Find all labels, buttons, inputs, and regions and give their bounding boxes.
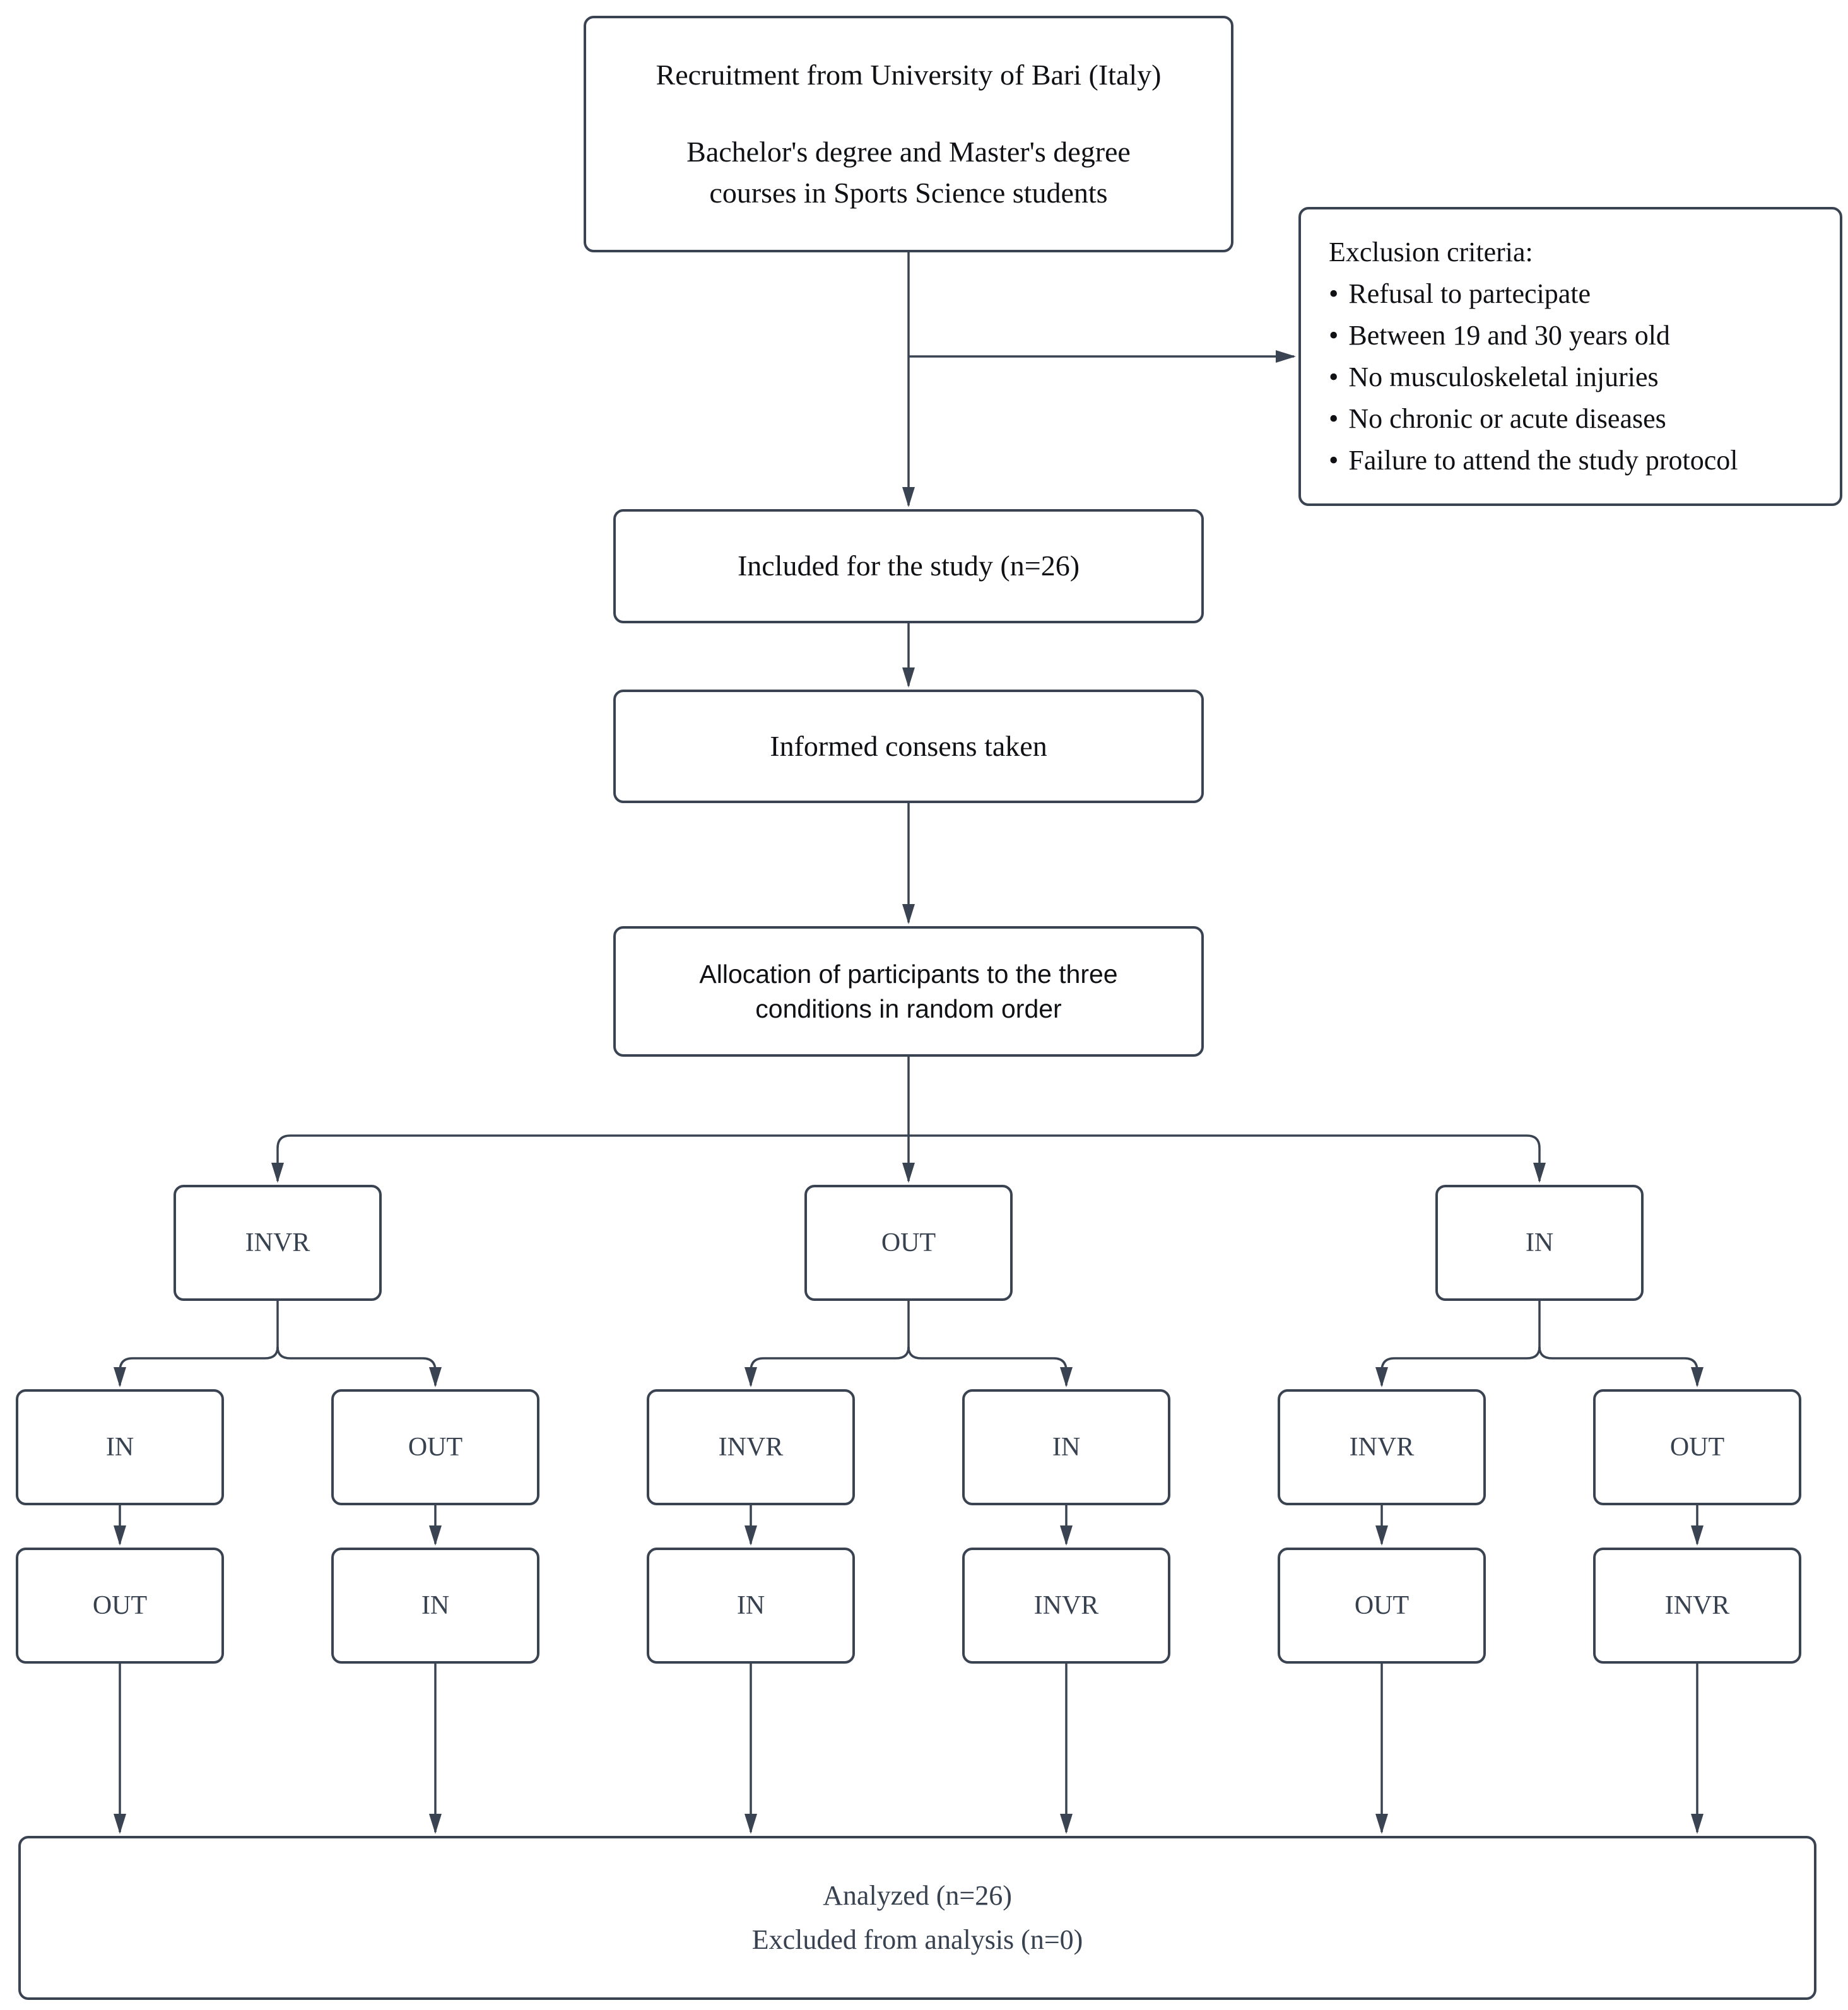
sequence-box-row3-col6: INVR [1593,1548,1801,1664]
allocation-line1: Allocation of participants to the three [699,960,1118,989]
arrow-out-to-left-child [744,1346,910,1387]
exclusion-item: • No musculoskeletal injuries [1329,356,1659,398]
condition-box-invr: INVR [174,1185,382,1301]
condition-label: OUT [881,1228,936,1257]
sequence-box-row3-col3: IN [647,1548,855,1664]
arrow-invr-to-right-child [276,1346,442,1387]
condition-label: INVR [1664,1590,1730,1620]
exclusion-item: • Refusal to partecipate [1329,273,1591,315]
condition-label: IN [1052,1432,1081,1462]
condition-label: IN [105,1432,134,1462]
condition-label: IN [421,1590,450,1620]
arrow-out-to-right-child [907,1346,1073,1387]
allocation-line2: conditions in random order [755,994,1062,1023]
sequence-box-row2-col6: OUT [1593,1389,1801,1505]
exclusion-item: • Failure to attend the study protocol [1329,440,1738,481]
bullet-icon: • [1329,320,1339,351]
informed-consent-box: Informed consens taken [613,690,1204,803]
arrow-allocation-to-in [909,1134,1546,1183]
sequence-box-row2-col3: INVR [647,1389,855,1505]
sequence-box-row3-col4: INVR [962,1548,1170,1664]
exclusion-item-text: No musculoskeletal injuries [1348,361,1659,392]
condition-box-in: IN [1435,1185,1644,1301]
sequence-box-row3-col2: IN [331,1548,539,1664]
condition-label: OUT [92,1590,148,1620]
arrow-invr-to-left-child [114,1346,279,1387]
exclusion-item-text: Failure to attend the study protocol [1348,445,1738,476]
exclusion-item-text: Between 19 and 30 years old [1348,320,1670,351]
condition-label: OUT [1354,1590,1410,1620]
informed-label: Informed consens taken [770,729,1047,762]
exclusion-item: • No chronic or acute diseases [1329,398,1666,440]
bullet-icon: • [1329,403,1339,434]
analyzed-box: Analyzed (n=26) Excluded from analysis (… [18,1836,1816,2000]
included-label: Included for the study (n=26) [737,550,1080,582]
recruitment-box: Recruitment from University of Bari (Ita… [584,16,1233,252]
recruitment-line1: Recruitment from University of Bari (Ita… [656,58,1162,91]
arrow-in-to-left-child [1375,1346,1541,1387]
condition-label: IN [1525,1228,1554,1257]
sequence-box-row2-col4: IN [962,1389,1170,1505]
sequence-box-row2-col5: INVR [1278,1389,1486,1505]
condition-label: INVR [1349,1432,1415,1462]
allocation-box: Allocation of participants to the three … [613,926,1204,1057]
exclusion-title: Exclusion criteria: [1329,237,1533,267]
condition-label: INVR [245,1228,310,1257]
exclusion-item-text: No chronic or acute diseases [1348,403,1666,434]
included-box: Included for the study (n=26) [613,509,1204,623]
recruitment-line2: Bachelor's degree and Master's degree [686,136,1131,168]
bullet-icon: • [1329,445,1339,476]
exclusion-item-text: Refusal to partecipate [1348,278,1591,309]
arrow-allocation-to-invr [271,1134,909,1183]
sequence-box-row3-col1: OUT [16,1548,224,1664]
analyzed-line2: Excluded from analysis (n=0) [751,1924,1083,1955]
exclusion-criteria-box: Exclusion criteria: • Refusal to partecip… [1298,207,1842,506]
recruitment-line3: courses in Sports Science students [709,176,1108,209]
arrow-in-to-right-child [1538,1346,1704,1387]
condition-label: INVR [718,1432,784,1462]
condition-label: INVR [1033,1590,1099,1620]
analyzed-line1: Analyzed (n=26) [823,1879,1012,1911]
condition-label: OUT [408,1432,463,1462]
condition-label: IN [736,1590,765,1620]
condition-box-out: OUT [804,1185,1013,1301]
exclusion-item: • Between 19 and 30 years old [1329,315,1670,356]
bullet-icon: • [1329,278,1339,309]
sequence-box-row2-col1: IN [16,1389,224,1505]
sequence-box-row3-col5: OUT [1278,1548,1486,1664]
sequence-box-row2-col2: OUT [331,1389,539,1505]
bullet-icon: • [1329,361,1339,392]
condition-label: OUT [1669,1432,1725,1462]
